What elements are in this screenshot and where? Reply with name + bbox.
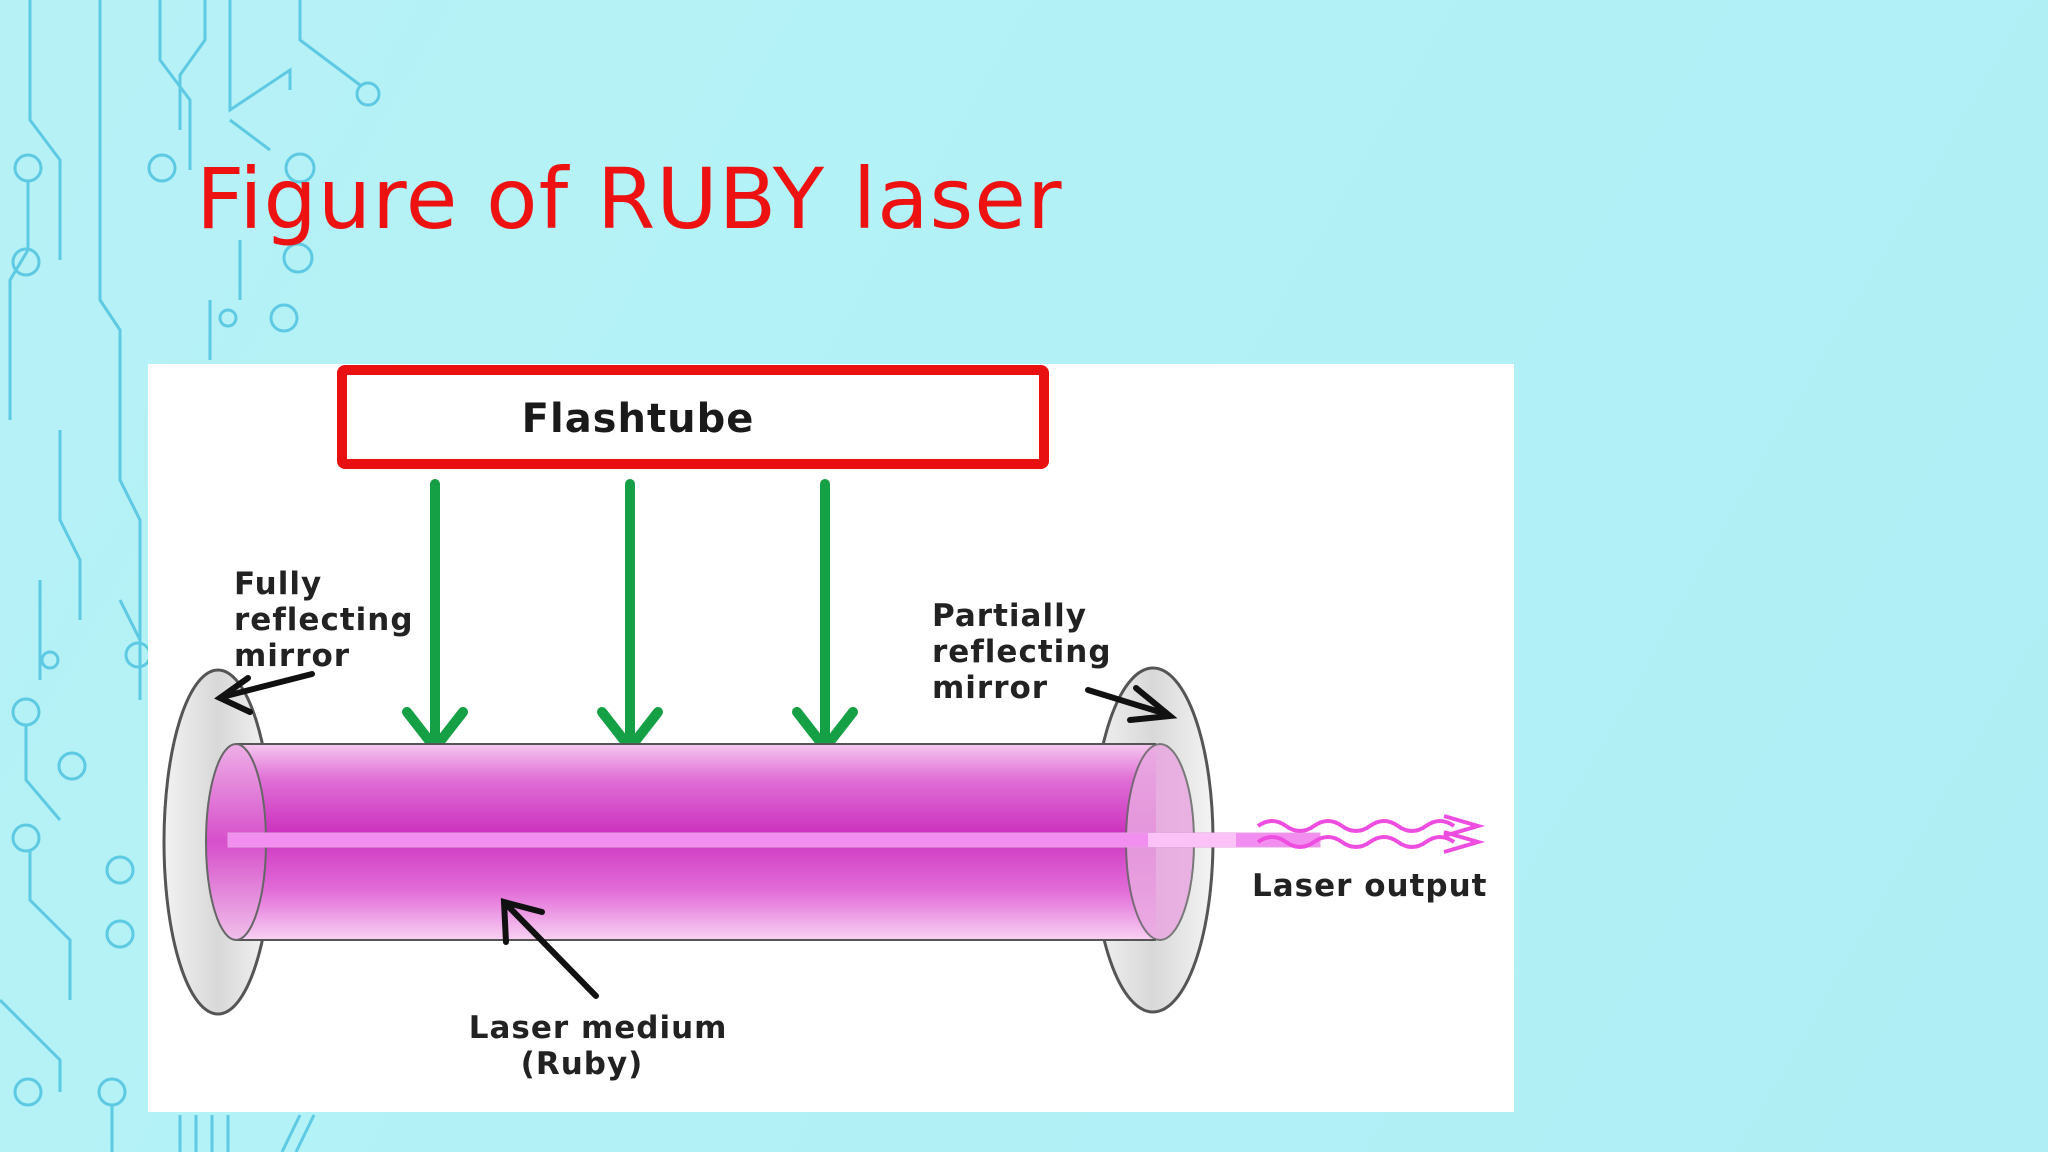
flashtube: Flashtube [337,365,1049,469]
circuit-decoration [0,0,381,1152]
pump-arrows [402,479,858,757]
slide-title: Figure of RUBY laser [196,150,1063,248]
laser-output-waves [1256,814,1486,854]
ruby-laser-diagram: Flashtube [148,364,1514,1112]
label-line: reflecting [234,602,414,638]
label-line: (Ruby) [521,1046,644,1082]
laser-medium-label: Laser medium (Ruby) [469,1010,740,1082]
medium-pointer [500,898,599,999]
laser-output-label: Laser output [1252,868,1488,904]
label-line: mirror [234,638,350,674]
label-line: Partially [932,598,1087,634]
pump-arrow [597,479,663,757]
label-pointers [214,671,1178,999]
partially-mirror-pointer [1085,685,1178,723]
label-line: reflecting [932,634,1112,670]
partially-reflecting-mirror-label: Partially reflecting mirror [932,598,1123,706]
flashtube-label: Flashtube [522,396,755,442]
fully-reflecting-mirror-label: Fully reflecting mirror [234,566,425,674]
label-line: Laser medium [469,1010,728,1046]
pump-arrow [792,479,858,757]
label-line: Fully [234,566,322,602]
label-line: mirror [932,670,1048,706]
fully-mirror-pointer [214,671,315,715]
